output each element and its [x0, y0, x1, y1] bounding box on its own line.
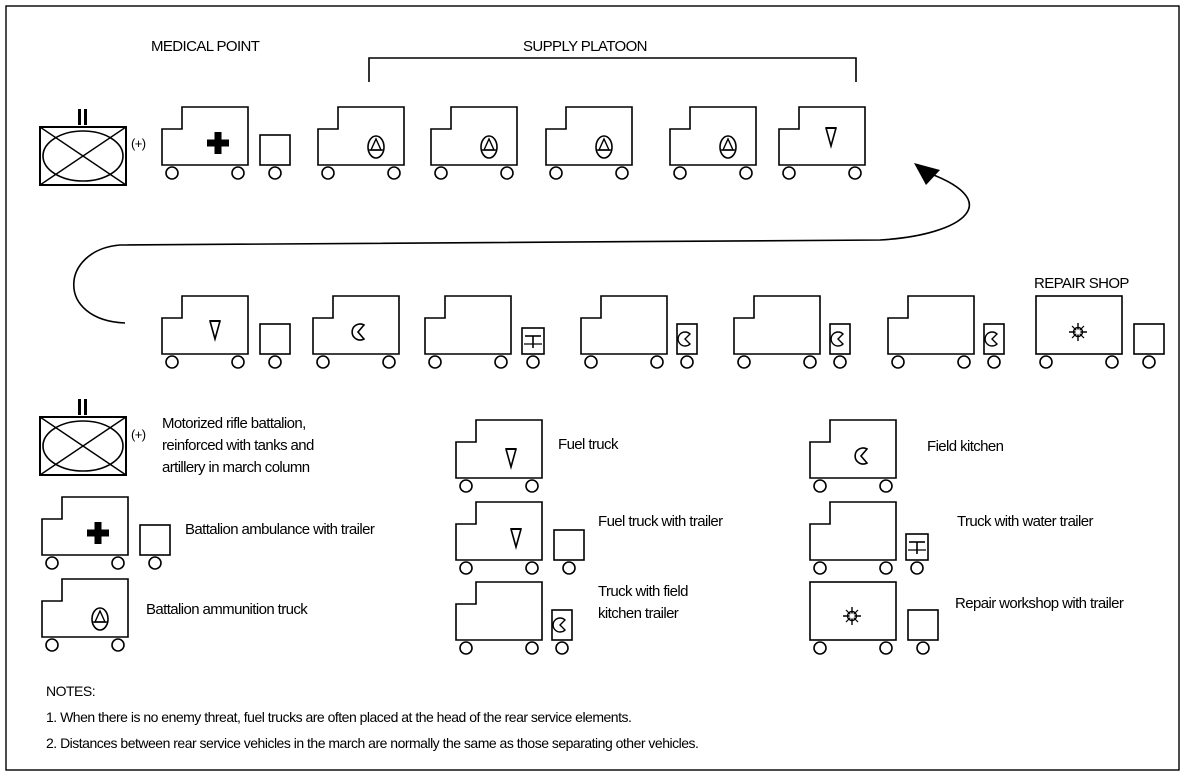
legend-ambulance-symbol	[41, 496, 171, 570]
medical-point-label: MEDICAL POINT	[151, 38, 260, 55]
ammunition-truck-2	[430, 106, 518, 180]
battalion-reinforced-mark: (+)	[131, 136, 146, 151]
note-1: 1. When there is no enemy threat, fuel t…	[46, 709, 632, 725]
fuel-truck-with-trailer-column	[161, 295, 291, 369]
ambulance-with-trailer	[161, 106, 291, 180]
legend-ammunition-label: Battalion ammunition truck	[146, 601, 308, 618]
legend-repair-workshop-label: Repair workshop with trailer	[955, 595, 1124, 612]
fuel-truck-column-1	[778, 106, 866, 180]
legend-water-trailer-label: Truck with water trailer	[957, 513, 1094, 530]
legend-field-kitchen-label: Field kitchen	[927, 438, 1004, 455]
legend-battalion-line1: Motorized rifle battalion,	[162, 415, 306, 432]
note-2: 2. Distances between rear service vehicl…	[46, 735, 699, 751]
ammunition-truck-3	[545, 106, 633, 180]
legend-fuel-truck-symbol	[455, 419, 543, 493]
supply-platoon-bracket	[368, 57, 857, 82]
ammunition-truck-4	[669, 106, 757, 180]
legend-kitchen-trailer-symbol	[455, 581, 573, 655]
legend-battalion-reinforced-mark: (+)	[131, 427, 146, 442]
ammunition-truck-1	[317, 106, 405, 180]
legend-fuel-truck-trailer-label: Fuel truck with trailer	[598, 513, 723, 530]
legend-fuel-truck-label: Fuel truck	[558, 436, 618, 453]
truck-kitchen-trailer-column-1	[580, 295, 698, 369]
legend-ambulance-label: Battalion ambulance with trailer	[185, 521, 375, 538]
legend-field-kitchen-symbol	[809, 419, 897, 493]
legend-fuel-truck-trailer-symbol	[455, 501, 585, 575]
legend-ammunition-symbol	[41, 578, 129, 652]
legend-battalion-line3: artillery in march column	[162, 459, 310, 476]
truck-water-trailer-column	[424, 295, 545, 369]
legend-battalion-line2: reinforced with tanks and	[162, 437, 314, 454]
repair-workshop-column	[1035, 295, 1165, 369]
repair-shop-label: REPAIR SHOP	[1034, 275, 1129, 292]
supply-platoon-label: SUPPLY PLATOON	[523, 38, 647, 55]
march-direction-arrow	[73, 169, 971, 324]
legend-water-trailer-symbol	[809, 501, 929, 575]
legend-kitchen-trailer-line1: Truck with field	[598, 583, 688, 600]
field-kitchen-column	[312, 295, 400, 369]
legend-repair-workshop-symbol	[809, 581, 939, 655]
arrowhead-icon	[914, 163, 940, 185]
legend-kitchen-trailer-line2: kitchen trailer	[598, 605, 679, 622]
notes-heading: NOTES:	[46, 683, 96, 699]
battalion-symbol-column	[39, 108, 127, 186]
legend-battalion-symbol	[39, 398, 127, 476]
truck-kitchen-trailer-column-2	[733, 295, 851, 369]
diagram-border	[5, 5, 1180, 771]
truck-kitchen-trailer-column-3	[887, 295, 1005, 369]
